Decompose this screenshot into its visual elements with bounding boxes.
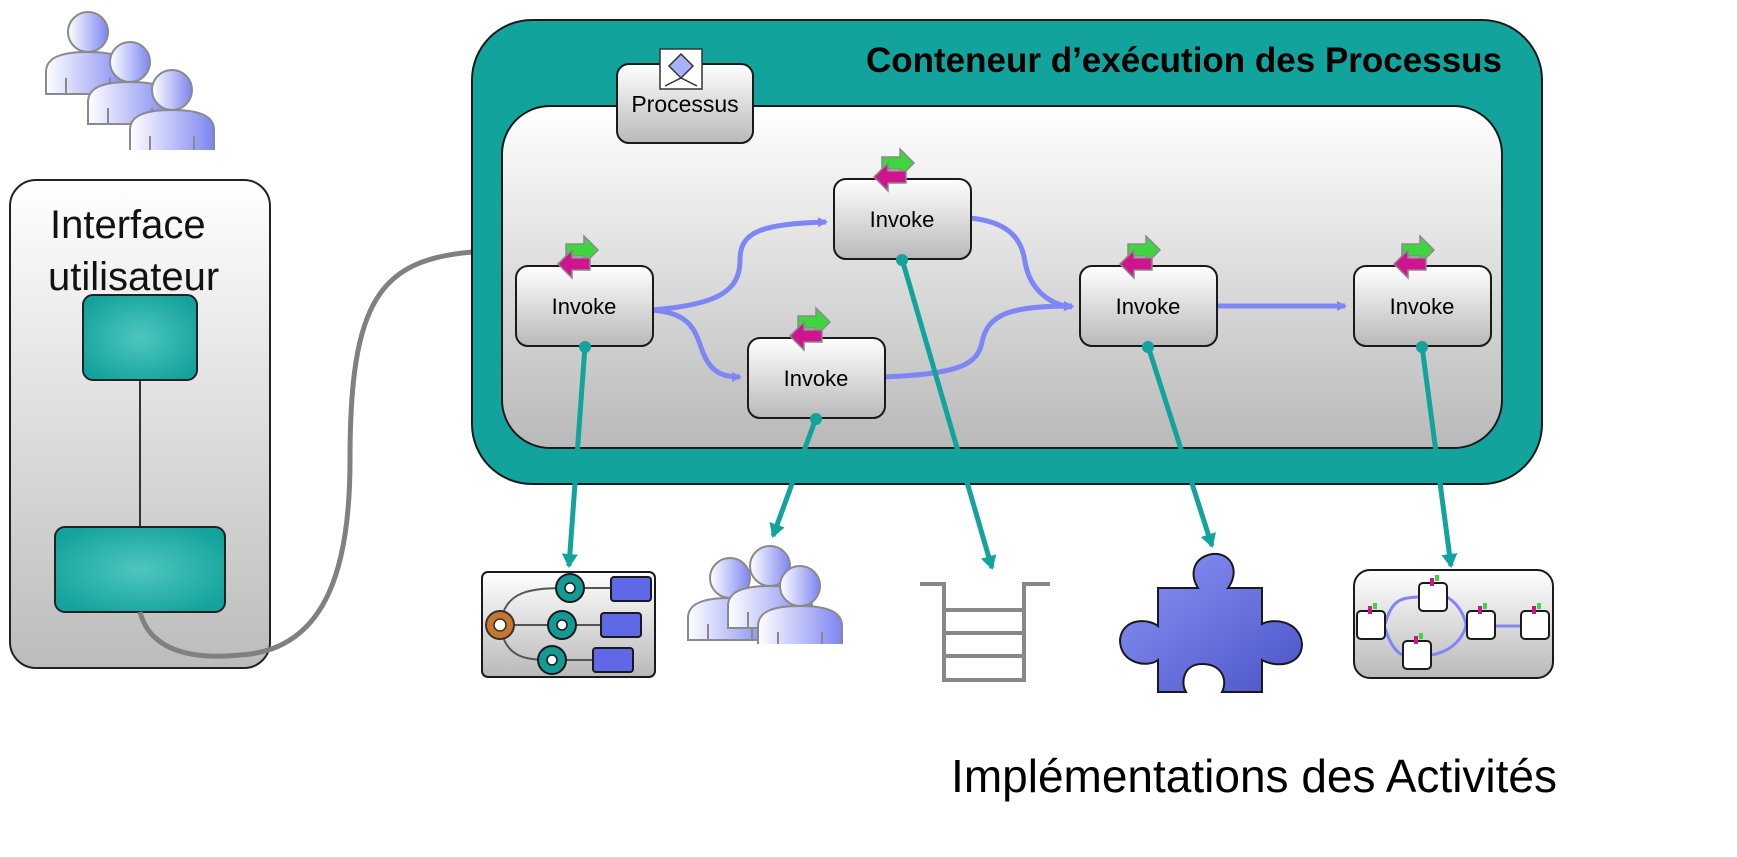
flow-n3-n4 [969,215,1074,312]
users-icon [45,11,215,150]
flow-arrows [649,215,1347,382]
user-interface-panel: Interface utilisateur [9,179,271,669]
ui-title-line1: Interface [50,203,206,247]
link-n1-workflow [561,345,588,568]
queue-icon [920,582,1050,682]
invoke-label: Invoke [784,366,849,391]
invoke-node[interactable]: Invoke [1353,235,1492,347]
workflow-diagram-icon [481,571,656,678]
ui-component-top [82,294,198,381]
ui-title-line2: utilisateur [48,255,219,299]
flow-n2-n4 [883,301,1074,380]
invoke-label: Invoke [1390,294,1455,319]
ui-container-connector [137,249,473,659]
process-diamond-icon [659,48,703,90]
implementation-links [561,258,1458,570]
link-n3-queue [899,258,997,570]
puzzle-piece-icon [1118,552,1304,693]
link-n5-subprocess [1419,345,1458,568]
process-label: Processus [631,91,738,117]
invoke-node[interactable]: Invoke [747,307,886,419]
container-title: Conteneur d’exécution des Processus [866,41,1502,80]
invoke-node[interactable]: Invoke [515,235,654,347]
link-n4-component [1145,345,1216,548]
flow-n1-n2 [649,307,742,382]
subprocess-diagram-icon [1353,569,1554,679]
flow-n1-n3 [649,217,828,313]
ui-component-bottom [54,526,226,613]
invoke-label: Invoke [552,294,617,319]
activities-caption: Implémentations des Activités [951,750,1557,802]
link-n2-users [769,417,819,538]
invoke-label: Invoke [870,207,935,232]
process-tab: Processus [616,48,754,144]
users-icon [687,545,843,644]
invoke-label: Invoke [1116,294,1181,319]
invoke-node[interactable]: Invoke [1079,235,1218,347]
